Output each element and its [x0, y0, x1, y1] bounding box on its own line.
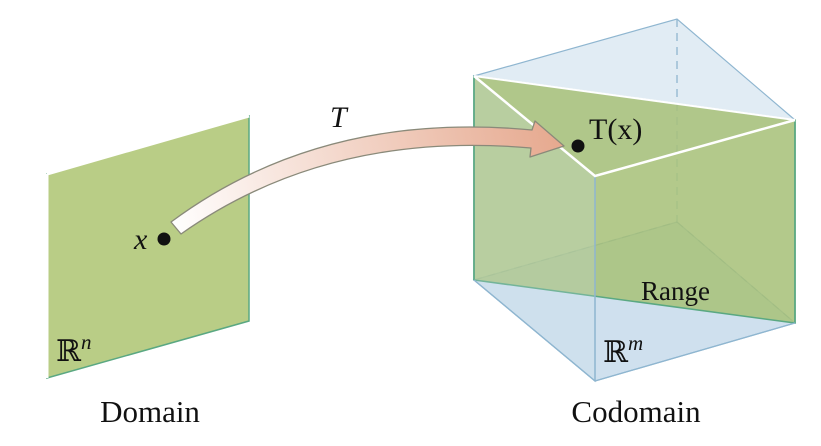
domain-space-exponent: n — [81, 330, 92, 354]
domain-plane — [45, 114, 250, 379]
prism-top-front-edge — [473, 75, 796, 178]
range-plane-top-highlight — [473, 75, 796, 121]
codomain-space-exponent: m — [628, 331, 643, 355]
transformation-label: T — [330, 101, 349, 134]
domain-space-symbol: ℝ — [56, 335, 82, 368]
range-label: Range — [641, 276, 710, 306]
input-point-x — [157, 232, 171, 246]
transformation-arrow — [170, 120, 565, 235]
codomain-space-symbol: ℝ — [603, 336, 629, 369]
domain-caption: Domain — [100, 394, 200, 429]
prism-bottom-front-edge — [473, 279, 796, 382]
domain-plane-top-highlight — [46, 114, 250, 176]
input-point-label: x — [133, 223, 148, 256]
output-point-label-text: T(x) — [589, 113, 642, 146]
codomain-caption: Codomain — [571, 394, 701, 429]
output-point-label: T(x) — [589, 113, 642, 146]
codomain-space-label: ℝm — [603, 331, 643, 369]
output-point-Tx — [571, 139, 585, 153]
domain-space-label: ℝn — [56, 330, 91, 368]
